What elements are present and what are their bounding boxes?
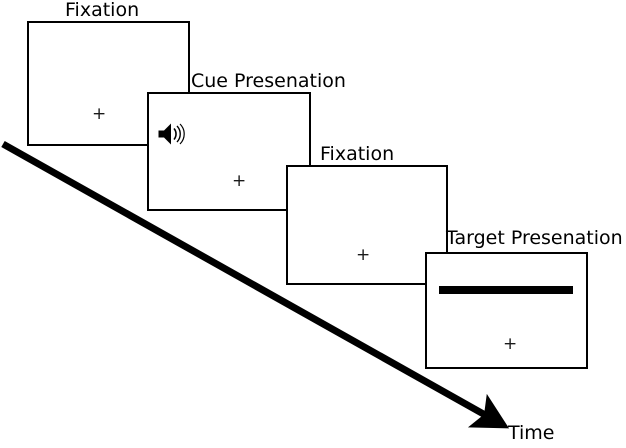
fixation-cross: + — [232, 171, 247, 191]
frame-label-cue: Cue Presenation — [191, 70, 346, 92]
fixation-cross: + — [356, 245, 371, 265]
frame-label-fixation-1: Fixation — [65, 0, 140, 21]
time-axis-label: Time — [508, 422, 555, 444]
frame-label-fixation-2: Fixation — [320, 143, 395, 165]
frame-target: + — [425, 252, 588, 369]
speaker-icon — [158, 123, 185, 145]
fixation-cross: + — [92, 104, 107, 124]
frame-fixation-2: + — [286, 165, 448, 285]
target-bar — [439, 286, 573, 294]
frame-label-target: Target Presenation — [446, 227, 623, 249]
fixation-cross: + — [503, 334, 518, 354]
frame-cue: + — [147, 92, 311, 211]
